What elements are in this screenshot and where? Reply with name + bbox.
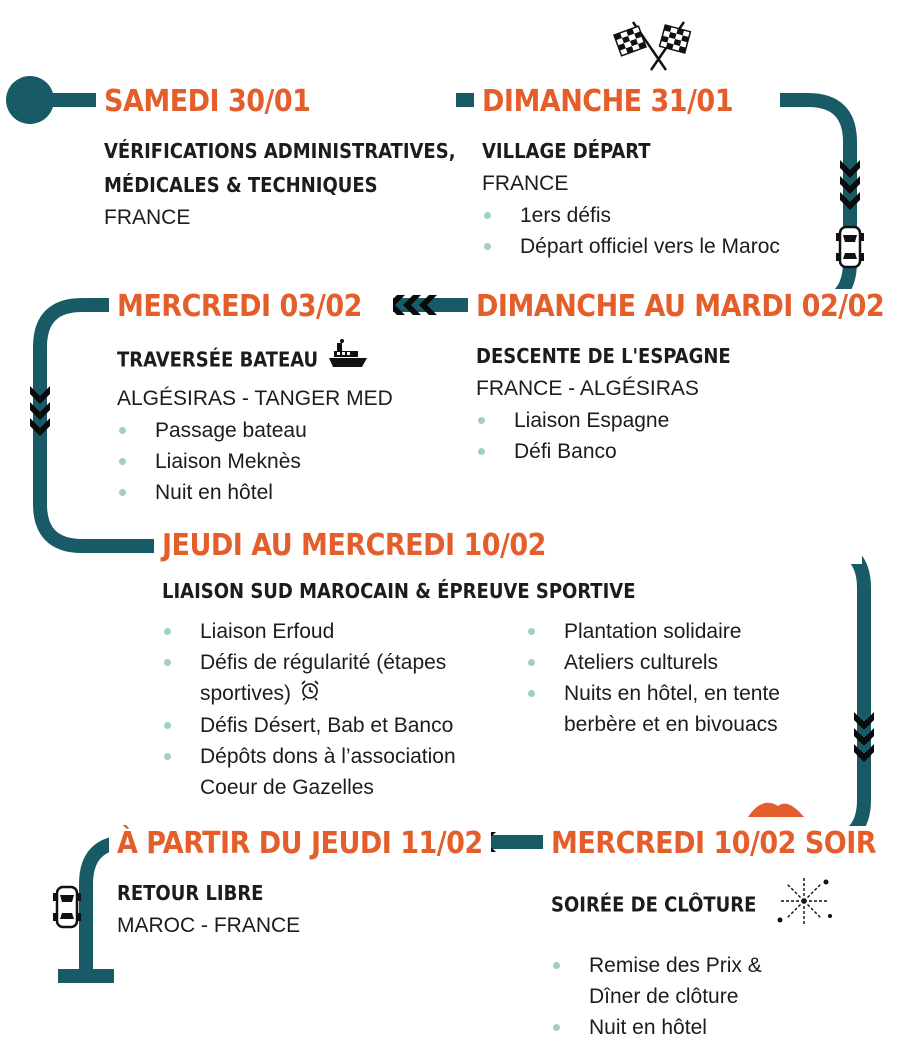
step-date: DIMANCHE 31/01 (474, 84, 780, 120)
list-item: Plantation solidaire (526, 616, 826, 647)
arrows-down-2 (30, 386, 50, 436)
list-item: Liaison Meknès (117, 446, 393, 477)
step-heading: TRAVERSÉE BATEAU (117, 347, 319, 372)
list-item: Départ officiel vers le Maroc (482, 231, 780, 262)
step-list: Liaison Espagne Défi Banco (476, 405, 892, 467)
car-icon (836, 225, 864, 269)
list-item: 1ers défis (482, 200, 780, 231)
step-list: 1ers défis Départ officiel vers le Maroc (482, 200, 780, 262)
list-item: Défis de régularité (étapes sportives) (162, 647, 492, 710)
list-item: Passage bateau (117, 415, 393, 446)
step-heading: RETOUR LIBRE (117, 881, 264, 905)
list-item: Nuit en hôtel (117, 477, 393, 508)
car-icon (53, 885, 81, 929)
step-samedi: SAMEDI 30/01 VÉRIFICATIONS ADMINISTRATIV… (96, 84, 456, 234)
step-list-right: Plantation solidaire Ateliers culturels … (526, 616, 826, 740)
arrows-down-3 (854, 712, 874, 762)
step-date: SAMEDI 30/01 (96, 84, 456, 120)
step-heading-row: TRAVERSÉE BATEAU (117, 339, 393, 383)
step-retour: À PARTIR DU JEUDI 11/02 RETOUR LIBRE MAR… (109, 826, 491, 942)
step-place: FRANCE - ALGÉSIRAS (476, 377, 699, 400)
list-item: Liaison Erfoud (162, 616, 492, 647)
step-jeudi-mercredi: JEUDI AU MERCREDI 10/02 LIAISON SUD MARO… (154, 528, 862, 799)
step-soiree: MERCREDI 10/02 SOIR SOIRÉE DE CLÔTURE Re… (543, 826, 885, 1043)
list-item: Remise des Prix & Dîner de clôture (551, 950, 811, 1012)
list-item-text: Défis de régularité (étapes sportives) (200, 651, 447, 705)
step-heading: SOIRÉE DE CLÔTURE (551, 892, 757, 917)
step-list: Passage bateau Liaison Meknès Nuit en hô… (117, 415, 393, 508)
step-dimanche: DIMANCHE 31/01 VILLAGE DÉPART FRANCE 1er… (474, 84, 780, 262)
checkered-flags-icon (613, 21, 692, 71)
list-item: Défis Désert, Bab et Banco (162, 710, 492, 741)
dune-icon (748, 802, 804, 817)
list-item: Dépôts dons à l’association Coeur de Gaz… (162, 741, 492, 803)
step-heading-row: SOIRÉE DE CLÔTURE (551, 876, 884, 936)
step-list-left: Liaison Erfoud Défis de régularité (étap… (162, 616, 492, 803)
step-dimanche-mardi: DIMANCHE AU MARDI 02/02 DESCENTE DE L'ES… (468, 289, 893, 467)
list-item: Défi Banco (476, 436, 892, 467)
boat-icon (328, 339, 368, 383)
list-item: Nuits en hôtel, en tente berbère et en b… (526, 678, 826, 740)
fireworks-icon (774, 876, 834, 936)
step-list: Remise des Prix & Dîner de clôture Nuit … (551, 950, 811, 1043)
step-heading: VILLAGE DÉPART (482, 139, 651, 163)
step-heading: LIAISON SUD MAROCAIN & ÉPREUVE SPORTIVE (162, 579, 636, 603)
step-place: FRANCE (482, 172, 569, 195)
step-date: DIMANCHE AU MARDI 02/02 (468, 289, 893, 325)
start-point (6, 76, 54, 124)
step-place: MAROC - FRANCE (117, 914, 301, 937)
step-date: À PARTIR DU JEUDI 11/02 (109, 826, 491, 862)
step-heading: MÉDICALES & TECHNIQUES (104, 173, 378, 197)
step-date: JEUDI AU MERCREDI 10/02 (154, 528, 862, 564)
step-heading: DESCENTE DE L'ESPAGNE (476, 344, 731, 368)
step-heading: VÉRIFICATIONS ADMINISTRATIVES, (104, 139, 456, 163)
list-item: Ateliers culturels (526, 647, 826, 678)
arrows-down-1 (840, 160, 860, 210)
step-date: MERCREDI 10/02 SOIR (543, 826, 885, 862)
step-place: ALGÉSIRAS - TANGER MED (117, 387, 393, 410)
step-date: MERCREDI 03/02 (109, 289, 393, 325)
list-item: Nuit en hôtel (551, 1012, 811, 1043)
step-place: FRANCE (104, 206, 191, 229)
step-mercredi: MERCREDI 03/02 TRAVERSÉE BATEAU ALGÉSIRA… (109, 289, 393, 508)
list-item: Liaison Espagne (476, 405, 892, 436)
alarm-clock-icon (299, 679, 321, 710)
